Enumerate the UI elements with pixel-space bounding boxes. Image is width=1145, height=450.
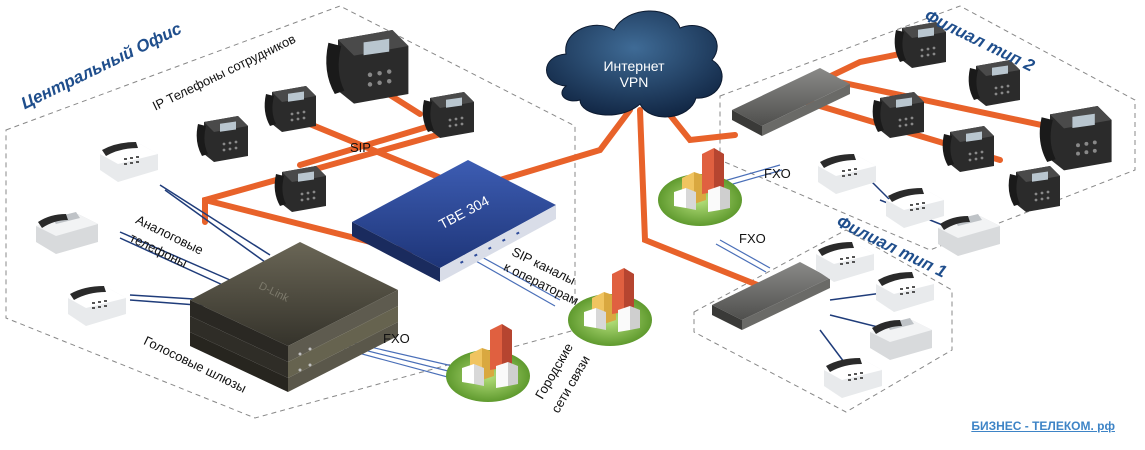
branch-2-gateway [732,68,850,136]
fax-phone-icon [36,212,98,254]
fax-phone-icon [938,214,1000,256]
tbe304-server [352,160,556,282]
analog-phone-icon [876,272,934,312]
ip-phone-icon [422,92,474,138]
ip-phone-large-icon [1039,106,1112,171]
voice-gateways [190,242,398,392]
operator-buildings-icon [568,268,652,346]
site-watermark[interactable]: БИЗНЕС - ТЕЛЕКОМ. рф [971,419,1115,433]
fxo-main-label: FXO [383,331,410,346]
vpn-label: VPN [619,74,649,90]
ip-phone-icon [264,86,316,132]
branch-1-gateway [712,262,830,330]
fxo-branch-2-label: FXO [764,166,791,181]
branch-1-border [693,229,953,413]
ip-phone-icon [196,116,248,162]
city-buildings-icon [446,324,530,402]
central-office-border [5,5,576,419]
fax-phone-icon [870,318,932,360]
analog-phone-icon [818,154,876,194]
branch-buildings-icon [658,148,742,226]
analog-phone-icon [100,142,158,182]
ip-phone-icon [872,92,924,138]
ip-phone-icon [274,166,326,212]
analog-phone-icon [824,358,882,398]
sip-label: SIP [350,140,371,155]
fxo-branch-1-label: FXO [739,231,766,246]
ip-phone-icon [942,126,994,172]
ip-phone-large-icon [326,30,409,104]
internet-cloud [546,10,723,118]
analog-phone-icon [68,286,126,326]
internet-label: Интернет [603,58,665,74]
ip-phone-icon [1008,166,1060,212]
